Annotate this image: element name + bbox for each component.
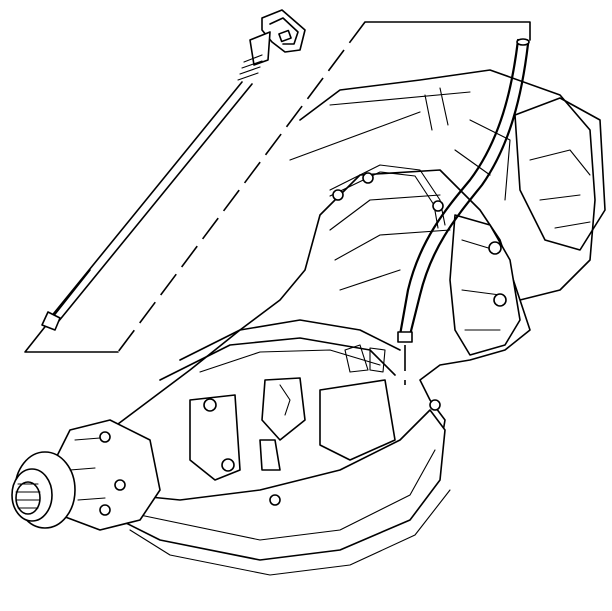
bell-housing xyxy=(449,214,521,356)
detail-callout-frame xyxy=(24,21,531,353)
engine-block xyxy=(289,69,606,301)
dipstick-blade xyxy=(41,81,253,331)
vacuum-line xyxy=(329,164,446,229)
fill-tube xyxy=(397,38,530,385)
case-details xyxy=(189,344,396,481)
oil-pan xyxy=(119,409,451,576)
tail-housing xyxy=(11,419,161,531)
dipstick-handle xyxy=(237,9,306,81)
